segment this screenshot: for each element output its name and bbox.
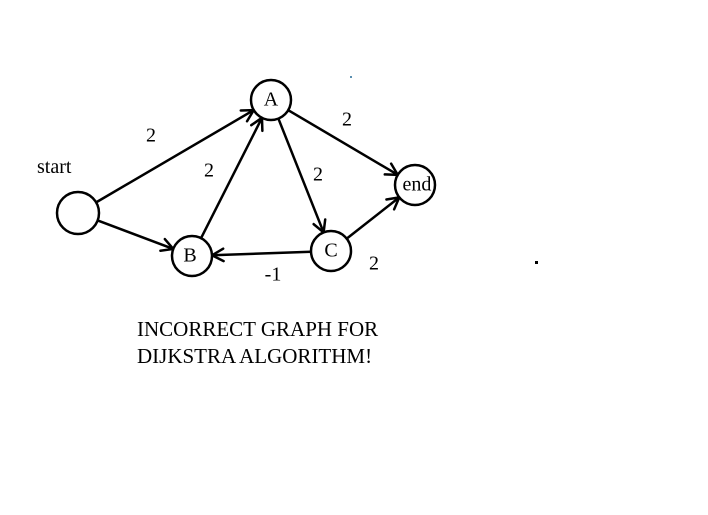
edge-A-end: 2 — [286, 108, 400, 177]
edge-line-S-B — [96, 219, 175, 251]
node-circle-c — [309, 229, 353, 273]
edge-C-end: 2 — [345, 196, 401, 275]
edge-line-S-A — [94, 108, 255, 204]
edge-line-C-B — [210, 250, 313, 257]
node-a: A — [249, 78, 293, 122]
node-label-b: B — [183, 245, 196, 267]
node-c: C — [309, 229, 353, 273]
edge-line-B-A — [199, 116, 264, 240]
node-label-end: end — [403, 174, 432, 196]
edge-weight-S-A: 2 — [146, 125, 156, 147]
node-circle-end — [393, 163, 437, 207]
node-end: end — [393, 163, 437, 207]
caption-line-1: INCORRECT GRAPH FOR — [137, 317, 379, 341]
edge-line-A-C — [277, 117, 325, 234]
edge-weight-A-C: 2 — [313, 164, 323, 186]
edge-S-A: 2 — [94, 108, 255, 204]
stray-mark — [350, 76, 352, 78]
stray-dot — [535, 261, 538, 264]
node-circle-a — [249, 78, 293, 122]
edges-layer: 2 2 2 2 -1 2 — [94, 108, 401, 286]
caption-line-2: DIJKSTRA ALGORITHM! — [137, 344, 373, 368]
node-label-a: A — [264, 89, 279, 111]
node-label-c: C — [324, 240, 337, 262]
edge-S-B — [96, 219, 175, 252]
node-s — [55, 190, 101, 236]
node-circle-b — [170, 234, 214, 278]
start-label: start — [37, 156, 72, 178]
edge-weight-B-A: 2 — [204, 160, 214, 182]
edge-A-C: 2 — [277, 117, 327, 234]
edge-line-A-end — [286, 108, 400, 177]
edge-weight-A-end: 2 — [342, 109, 352, 131]
edge-C-B: -1 — [210, 247, 313, 286]
edge-weight-C-end: 2 — [369, 253, 379, 275]
node-circle-s — [55, 190, 101, 236]
caption: INCORRECT GRAPH FOR DIJKSTRA ALGORITHM! — [137, 316, 378, 370]
edge-weight-C-B: -1 — [265, 264, 282, 286]
node-b: B — [170, 234, 214, 278]
edge-line-C-end — [345, 196, 401, 240]
